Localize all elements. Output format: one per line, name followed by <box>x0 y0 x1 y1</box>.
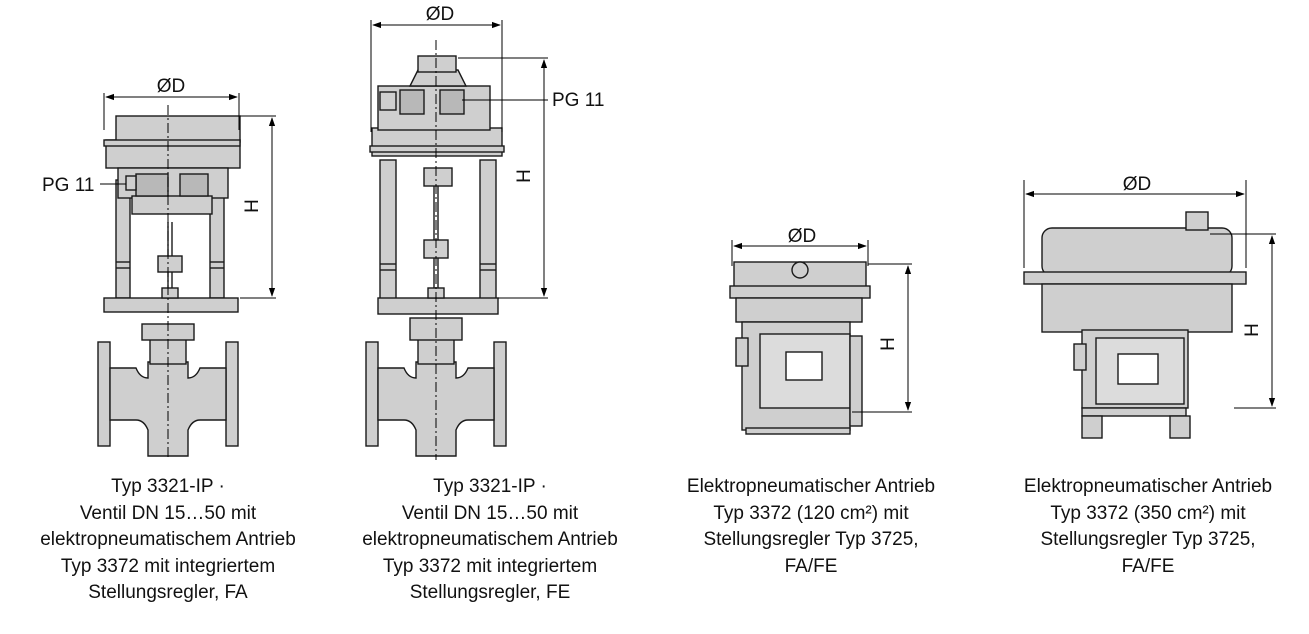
figure-4-caption: Elektropneumatischer Antrieb Typ 3372 (3… <box>998 474 1298 580</box>
figure-3-caption: Elektropneumatischer Antrieb Typ 3372 (1… <box>661 474 961 580</box>
height-label-3: H <box>878 337 899 351</box>
actuator-top <box>1041 227 1233 277</box>
caption-line: Ventil DN 15…50 mit <box>401 502 579 524</box>
valve-body <box>97 323 239 457</box>
caption-line: Typ 3321-IP · <box>433 476 547 497</box>
caption-line: Stellungsregler Typ 3725, <box>1040 529 1256 550</box>
caption-line: Stellungsregler, FA <box>88 582 248 603</box>
figure-1-drawing <box>97 115 241 457</box>
diameter-label-2: ØD <box>426 4 455 25</box>
caption-line: Stellungsregler Typ 3725, <box>703 529 919 550</box>
diameter-label-4: ØD <box>1123 174 1152 195</box>
figure-2-caption: Typ 3321-IP · Ventil DN 15…50 mit elektr… <box>340 474 640 607</box>
caption-line: Elektropneumatischer Antrieb <box>1023 476 1273 497</box>
caption-line: Typ 3321-IP · <box>111 476 225 497</box>
height-label-2: H <box>514 169 535 183</box>
diameter-label-3: ØD <box>788 226 817 247</box>
figure-3-dimensions <box>731 240 912 413</box>
caption-line: Typ 3372 (120 cm²) mit <box>713 502 909 524</box>
caption-line: Typ 3372 mit integriertem <box>60 555 276 577</box>
height-label-1: H <box>242 199 263 213</box>
figure-4-drawing <box>1023 211 1247 439</box>
actuator <box>369 55 505 157</box>
actuator <box>103 115 241 215</box>
pg-label-2: PG 11 <box>552 90 604 111</box>
figure-1-dimensions <box>100 93 276 460</box>
pg-label-1: PG 11 <box>42 175 94 196</box>
yoke <box>377 159 499 315</box>
figure-3-drawing <box>729 261 871 435</box>
caption-line: FA/FE <box>784 555 838 577</box>
caption-line: FA/FE <box>1121 555 1175 577</box>
caption-line: Elektropneumatischer Antrieb <box>686 476 936 497</box>
diameter-label-1: ØD <box>157 76 186 97</box>
caption-line: Typ 3372 mit integriertem <box>382 555 598 577</box>
figure-4-dimensions <box>1023 180 1276 409</box>
height-label-4: H <box>1242 323 1263 337</box>
caption-line: elektropneumatischem Antrieb <box>362 529 618 550</box>
yoke <box>103 179 239 313</box>
figure-2-dimensions <box>370 20 548 460</box>
caption-line: Stellungsregler, FE <box>409 582 571 603</box>
caption-line: Ventil DN 15…50 mit <box>79 502 257 524</box>
figure-1-caption: Typ 3321-IP · Ventil DN 15…50 mit elektr… <box>18 474 318 607</box>
caption-line: Typ 3372 (350 cm²) mit <box>1050 502 1246 524</box>
caption-line: elektropneumatischem Antrieb <box>40 529 296 550</box>
